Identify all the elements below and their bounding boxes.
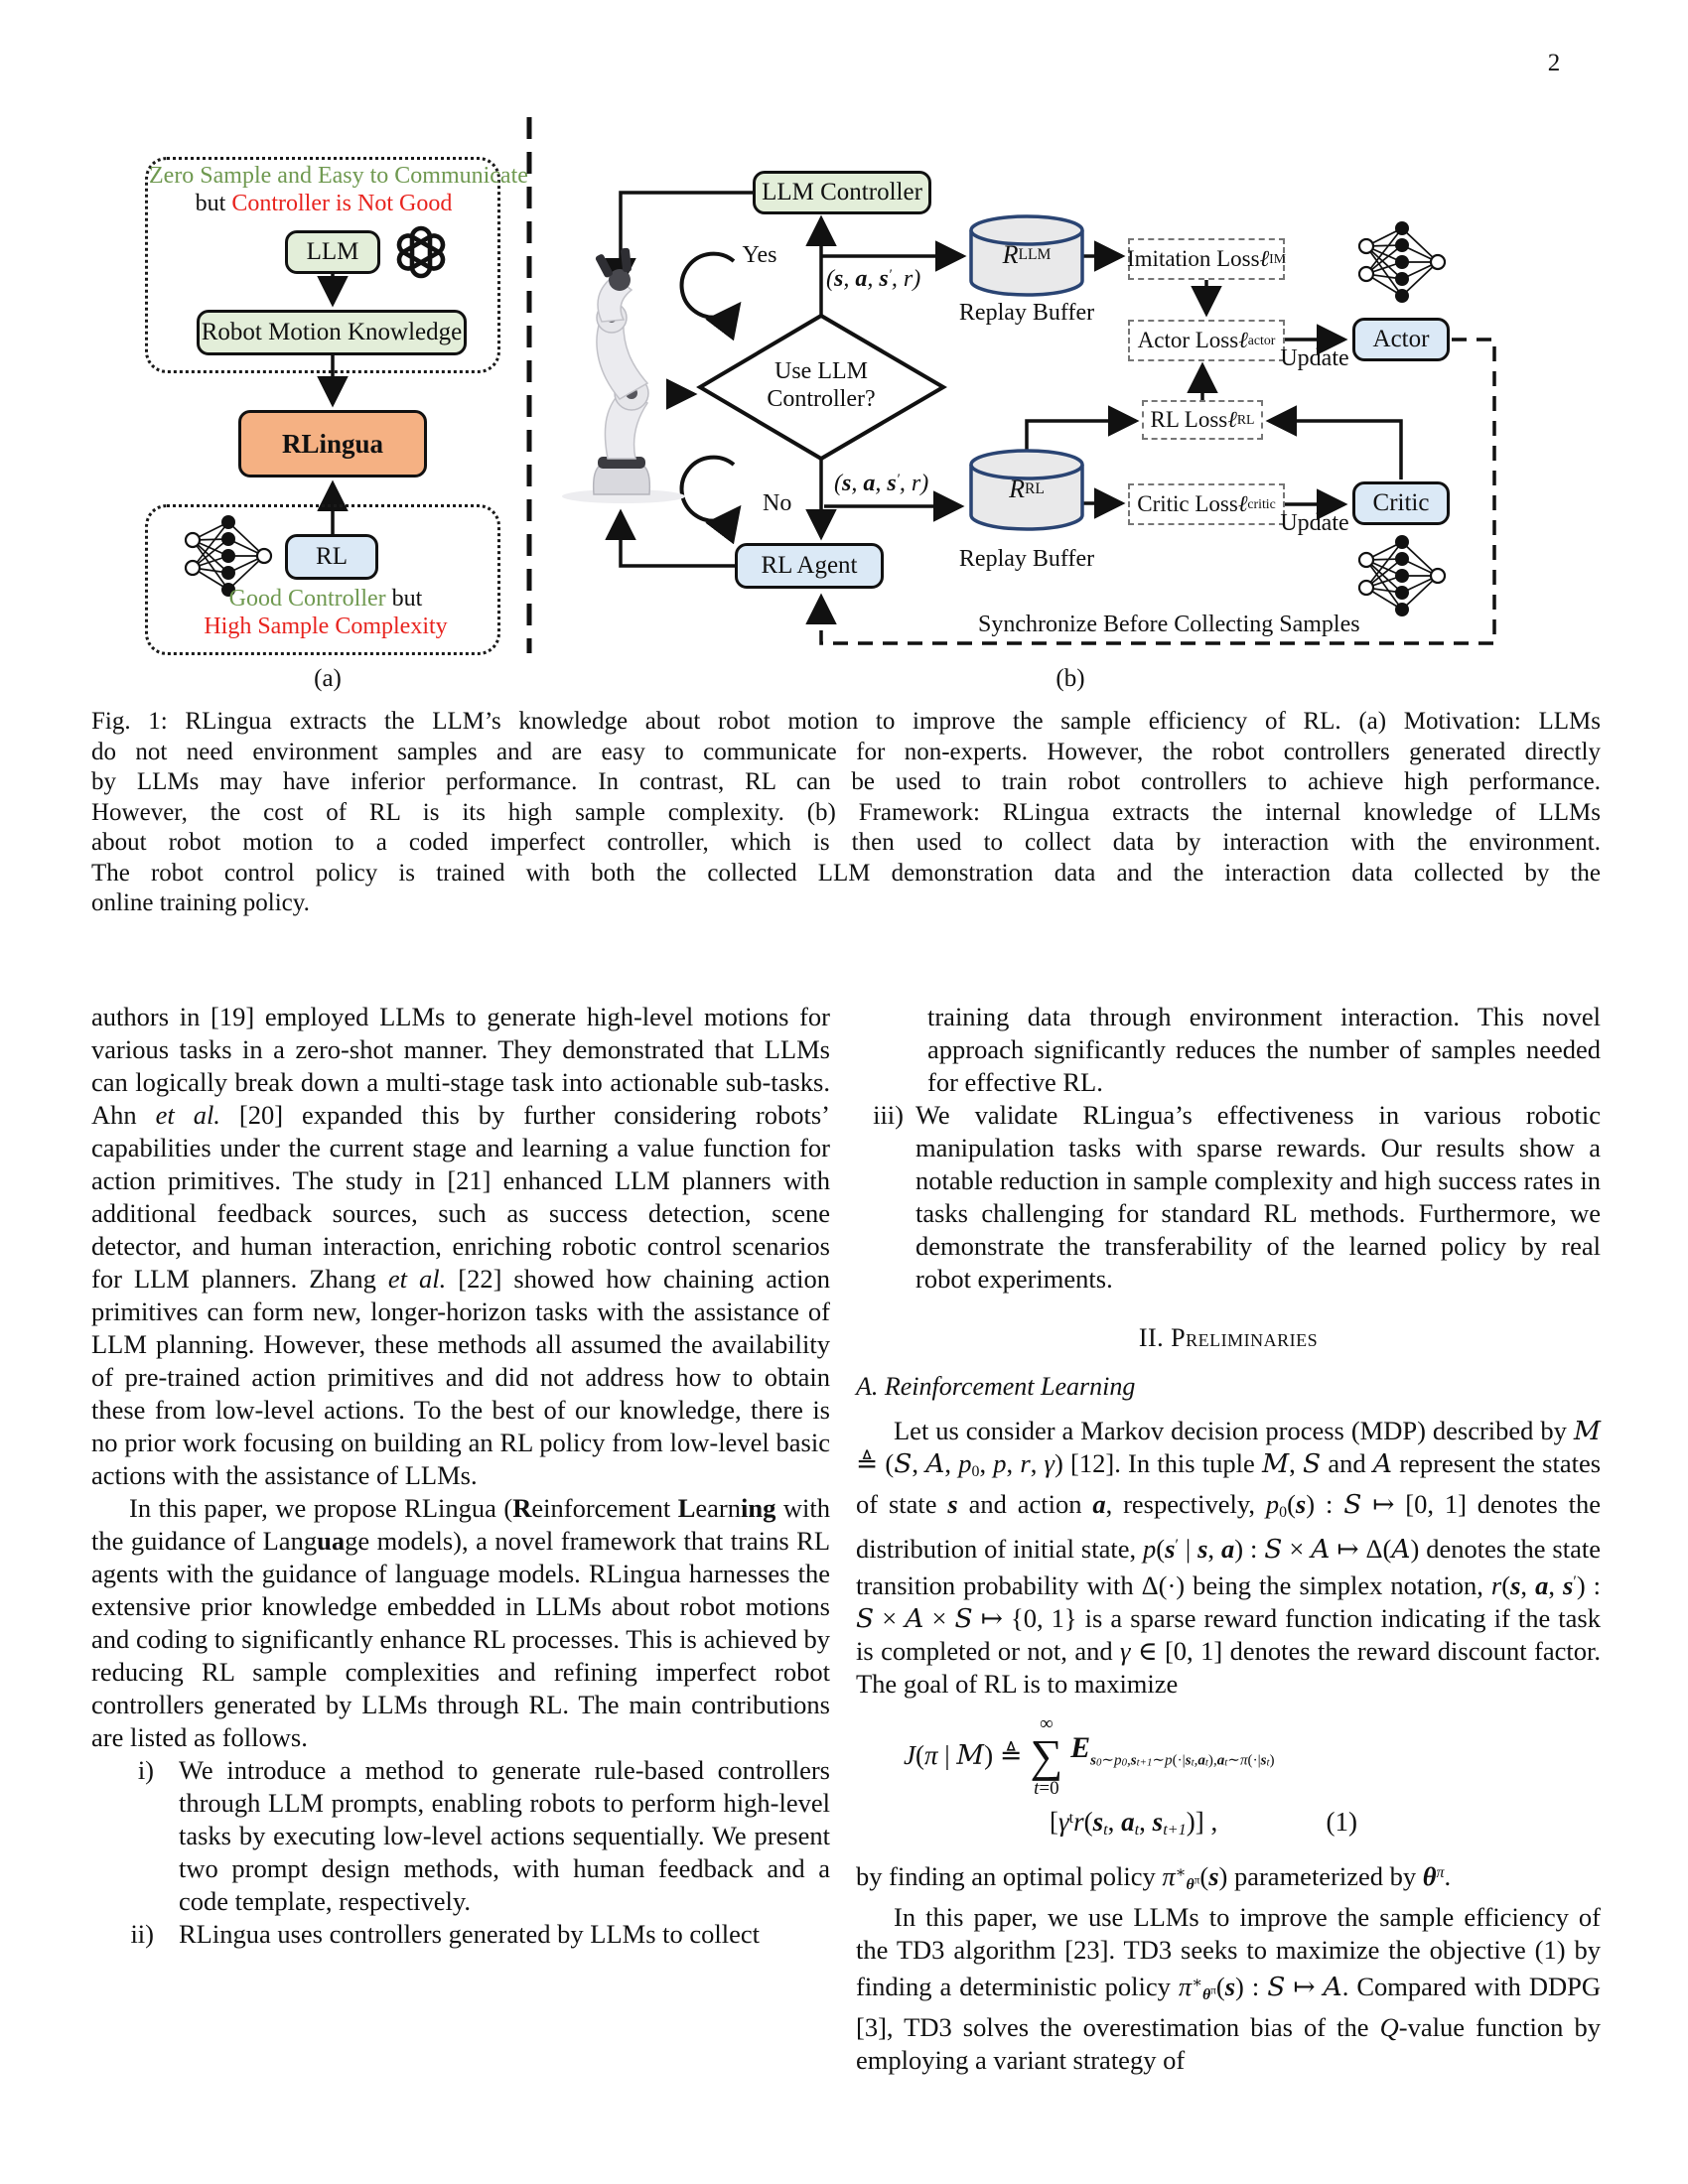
list-item-continuation: training data through environment intera… bbox=[927, 1002, 1601, 1097]
transition-tuple-label: (s, a, s′, r) bbox=[834, 471, 929, 496]
update-actor-label: Update bbox=[1280, 345, 1349, 371]
rl-agent-box: RL Agent bbox=[735, 543, 884, 589]
panel-b-connectors bbox=[605, 191, 1403, 568]
llm-pros-text: Zero Sample and Easy to Communicate bbox=[149, 163, 528, 189]
list-item-number: iii) bbox=[873, 1100, 904, 1130]
caption-line: by LLMs may have inferior performance. I… bbox=[91, 768, 1601, 795]
replay-buffer-rl-cylinder bbox=[969, 449, 1084, 531]
list-item: ii) RLingua uses controllers generated b… bbox=[91, 1918, 830, 1951]
yes-branch-label: Yes bbox=[742, 242, 777, 268]
update-critic-label: Update bbox=[1280, 510, 1349, 536]
subsection-heading: A. Reinforcement Learning bbox=[856, 1372, 1136, 1401]
actor-box: Actor bbox=[1352, 318, 1450, 361]
figure-caption: Fig. 1: RLingua extracts the LLM’s knowl… bbox=[91, 707, 1601, 919]
decision-diamond bbox=[696, 313, 947, 462]
replay-buffer-llm-cylinder bbox=[969, 214, 1084, 297]
caption-line: However, the cost of RL is its high samp… bbox=[91, 798, 1601, 826]
list-item-text: We validate RLingua’s effectiveness in v… bbox=[915, 1100, 1601, 1294]
synchronize-dashed-path bbox=[805, 338, 1496, 645]
llm-controller-box: LLM Controller bbox=[753, 171, 931, 214]
rlingua-box: RLingua bbox=[238, 410, 427, 478]
caption-line: about robot motion to a coded imperfect … bbox=[91, 829, 1601, 856]
list-item-number: ii) bbox=[130, 1919, 154, 1949]
equation-number: (1) bbox=[1326, 1806, 1357, 1837]
left-column: authors in [19] employed LLMs to generat… bbox=[91, 1001, 830, 1951]
llm-box: LLM bbox=[285, 230, 380, 274]
caption-line: online training policy. bbox=[91, 889, 310, 916]
list-item: i) We introduce a method to generate rul… bbox=[91, 1754, 830, 1918]
loop-arrow-icon bbox=[679, 251, 742, 341]
body-paragraph: by finding an optimal policy π∗θπ(s) par… bbox=[856, 1860, 1452, 1893]
loop-arrow-icon bbox=[679, 455, 742, 545]
replay-buffer-rl-caption: Replay Buffer bbox=[958, 546, 1095, 572]
caption-line: do not need environment samples and are … bbox=[91, 738, 1601, 765]
figure-diagram-linework bbox=[184, 117, 1496, 653]
equation-line2: [γtr(st, at, st+1)] , bbox=[1050, 1806, 1218, 1839]
list-item-number: i) bbox=[137, 1755, 154, 1785]
equation-lhs: J(π | M) ≜ bbox=[904, 1740, 1023, 1772]
openai-logo-icon bbox=[396, 225, 446, 279]
replay-buffer-llm-caption: Replay Buffer bbox=[958, 300, 1095, 326]
right-column: training data through environment intera… bbox=[856, 1001, 1601, 2077]
equation-1: J(π | M) ≜ ∞ ∑ t=0 Es0∼p0,st+1∼p(·|st,at… bbox=[856, 1714, 1601, 1846]
synchronize-label: Synchronize Before Collecting Samples bbox=[978, 612, 1360, 637]
figure-1: Zero Sample and Easy to Communicate but … bbox=[0, 109, 1688, 705]
body-paragraph: authors in [19] employed LLMs to generat… bbox=[91, 1002, 830, 1490]
robot-arm-image bbox=[562, 247, 685, 503]
no-branch-label: No bbox=[763, 490, 792, 516]
llm-cons-text: but Controller is Not Good bbox=[195, 191, 453, 216]
motivation-rl-dotted-box bbox=[145, 504, 500, 655]
section-heading: II. Preliminaries bbox=[1138, 1323, 1319, 1352]
critic-box: Critic bbox=[1352, 481, 1450, 525]
motivation-llm-dotted-box bbox=[145, 157, 500, 373]
robot-motion-knowledge-box: Robot Motion Knowledge bbox=[197, 310, 467, 355]
panel-a-label: (a) bbox=[314, 665, 342, 692]
list-item: iii) We validate RLingua’s effectiveness… bbox=[856, 1099, 1601, 1296]
rl-cons-text: High Sample Complexity bbox=[204, 614, 448, 639]
caption-line: Fig. 1: RLingua extracts the LLM’s knowl… bbox=[91, 708, 1601, 735]
panel-b-label: (b) bbox=[1055, 665, 1085, 692]
rl-box: RL bbox=[285, 534, 378, 580]
page-number: 2 bbox=[1547, 50, 1561, 76]
list-item-text: RLingua uses controllers generated by LL… bbox=[179, 1919, 761, 1949]
neural-network-icon bbox=[1357, 219, 1447, 305]
transition-tuple-label: (s, a, s′, r) bbox=[826, 266, 921, 292]
caption-line: The robot control policy is trained with… bbox=[91, 859, 1601, 887]
equation-expectation: Es0∼p0,st+1∼p(·|st,at),at∼π(·|st) bbox=[1070, 1732, 1275, 1769]
list-item-text: We introduce a method to generate rule-b… bbox=[179, 1755, 830, 1916]
body-paragraph: In this paper, we propose RLingua (Reinf… bbox=[91, 1493, 831, 1752]
body-paragraph: Let us consider a Markov decision proces… bbox=[856, 1416, 1602, 1699]
body-paragraph: In this paper, we use LLMs to improve th… bbox=[856, 1901, 1601, 2075]
neural-network-icon bbox=[1357, 533, 1447, 618]
summation-symbol: ∞ ∑ t=0 bbox=[1030, 1712, 1063, 1799]
rl-pros-text: Good Controller but bbox=[228, 586, 423, 612]
